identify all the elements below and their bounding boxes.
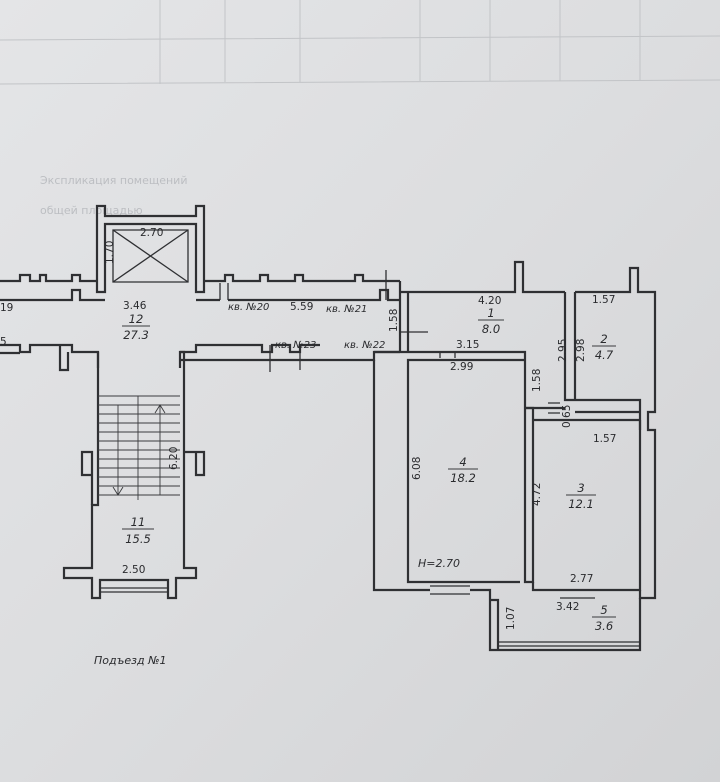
dim-left-edge-top: 19	[0, 302, 13, 314]
dim-room4-width-top: 3.15	[456, 339, 479, 351]
background-table-grid	[0, 0, 720, 85]
flat-label-20: кв. №20	[228, 302, 269, 313]
dim-room2-h2: 2.98	[575, 339, 587, 362]
apartment-walls	[372, 260, 657, 652]
dim-balcony-w: 3.42	[556, 601, 579, 613]
room-2-area: 4.7	[595, 348, 614, 362]
dim-hall-h: 1.58	[531, 369, 543, 392]
room-12-number: 12	[129, 312, 144, 326]
dim-corridor-a: 3.46	[123, 300, 147, 312]
dim-niche: 0.65	[561, 405, 573, 428]
background-text-line-2: общей площадью	[40, 204, 143, 217]
room-12-area: 27.3	[123, 328, 149, 342]
room-11-area: 15.5	[125, 532, 151, 546]
dim-left-edge-mid: 5	[0, 336, 7, 348]
flat-label-22: кв. №22	[344, 340, 385, 351]
room-5-area: 3.6	[595, 619, 613, 633]
dimension-labels: 2.70 1.70 3.46 5.59 19 5 1.58 4.20 1.57 …	[0, 227, 616, 630]
room-1-number: 1	[487, 306, 494, 320]
room-1-area: 8.0	[482, 322, 500, 336]
entrance-label: Подъезд №1	[94, 654, 167, 667]
stair-steps	[98, 395, 180, 500]
elevator-shaft	[95, 204, 206, 294]
flat-labels: кв. №20 кв. №21 кв. №23 кв. №22	[228, 302, 385, 351]
room-11-number: 11	[131, 515, 146, 529]
dim-room1-width: 4.20	[478, 295, 501, 307]
dim-room2-width-top: 1.57	[592, 294, 615, 306]
dim-vestibule: 1.58	[388, 309, 400, 332]
room-5-number: 5	[600, 603, 607, 617]
dim-room4-width-in: 2.99	[450, 361, 473, 373]
stairwell	[62, 350, 206, 600]
room-3-area: 12.1	[568, 497, 594, 511]
room-labels: 12 27.3 1 8.0 2 4.7 4 18.2 3 12.1 5 3.6 …	[122, 306, 616, 633]
room-4-area: 18.2	[450, 471, 476, 485]
dim-room2-h1: 2.95	[557, 339, 569, 362]
room-3-number: 3	[577, 481, 584, 495]
dim-room4-h: 6.08	[411, 457, 423, 480]
dim-room3-width: 1.57	[593, 433, 616, 445]
dim-balcony-h: 1.07	[505, 607, 517, 630]
dim-stair-h: 6.20	[168, 447, 180, 470]
dim-stair-w: 2.50	[122, 564, 145, 576]
dim-shaft-height: 1.70	[104, 241, 116, 264]
dim-room3-bottom: 2.77	[570, 573, 593, 585]
flat-label-23: кв. №23	[275, 340, 316, 351]
background-text-line-1: Экспликация помещений	[40, 174, 188, 187]
dim-shaft-width: 2.70	[140, 227, 163, 239]
ceiling-height-note: H=2.70	[418, 557, 460, 570]
room-2-number: 2	[600, 332, 607, 346]
dim-corridor-b: 5.59	[290, 301, 313, 313]
room-4-number: 4	[459, 455, 466, 469]
flat-label-21: кв. №21	[326, 304, 367, 315]
dim-room3-h: 4.72	[531, 483, 543, 506]
